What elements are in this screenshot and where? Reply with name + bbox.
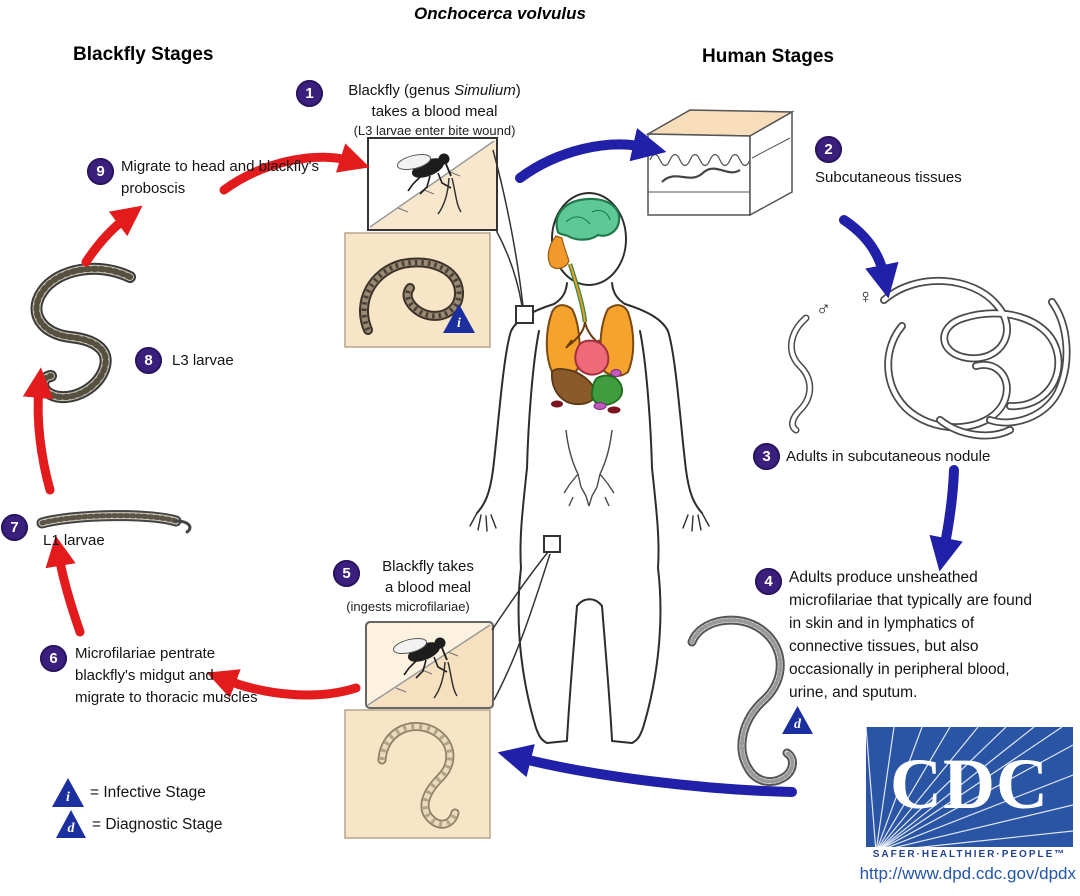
step-5-subtext: (ingests microfilariae) — [346, 599, 470, 614]
legend-infective-label: = Infective Stage — [90, 784, 206, 801]
blackfly-stages-header: Blackfly Stages — [73, 44, 214, 65]
step-7-label: L1 larvae — [43, 532, 105, 549]
connector-lines — [491, 149, 551, 701]
organs-illustration — [545, 197, 635, 414]
male-symbol: ♂ — [816, 298, 831, 320]
cdc-logo-rays — [866, 727, 1073, 847]
legend-diagnostic-label: = Diagnostic Stage — [92, 816, 223, 833]
step-5-text: Blackfly takes a blood meal (ingests mic… — [318, 556, 498, 616]
step-7-badge: 7 — [1, 514, 28, 541]
step-1-badge: 1 — [296, 80, 323, 107]
step-1-text: Blackfly (genus Simulium) takes a blood … — [322, 80, 547, 140]
step-1-line1-pre: Blackfly (genus — [348, 82, 455, 99]
diagnostic-stage-letter: d — [794, 717, 801, 732]
blue-cycle-arrows — [497, 128, 963, 797]
lymphatics-illustration — [563, 429, 615, 507]
step-1-line2: takes a blood meal — [371, 103, 498, 120]
blackfly-biting-box-1 — [367, 137, 498, 231]
blackfly-biting-box-2 — [365, 621, 494, 709]
legend-diagnostic-letter: d — [67, 821, 75, 836]
step-6-badge: 6 — [40, 645, 67, 672]
step-3-badge: 3 — [753, 443, 780, 470]
female-symbol: ♀ — [858, 286, 873, 308]
cdc-tagline: SAFER·HEALTHIER·PEOPLE™ — [872, 849, 1067, 860]
l3-larvae-illustration — [30, 262, 136, 404]
step-4-text: Adults produce unsheathed microfilariae … — [789, 569, 1032, 701]
hip-marker-square — [543, 535, 561, 553]
l1-larvae-illustration — [36, 510, 192, 534]
step-1-genus: Simulium — [454, 82, 516, 99]
step-3-label: Adults in subcutaneous nodule — [786, 448, 991, 465]
step-5-badge: 5 — [333, 560, 360, 587]
step-2-label: Subcutaneous tissues — [815, 169, 962, 186]
adult-male-worm-illustration — [788, 314, 814, 434]
step-8-label: L3 larvae — [172, 352, 234, 369]
step-1-line1-post: ) — [515, 82, 521, 99]
human-stages-header: Human Stages — [702, 46, 834, 67]
shoulder-marker-square — [515, 305, 534, 324]
red-cycle-arrows — [22, 143, 370, 700]
step-6-text: Microfilariae pentrate blackfly's midgut… — [75, 645, 258, 706]
step-5-line2: a blood meal — [385, 579, 471, 596]
step-2-badge: 2 — [815, 136, 842, 163]
step-1-subtext: (L3 larvae enter bite wound) — [353, 123, 516, 138]
step-4-badge: 4 — [755, 568, 782, 595]
cdc-url-link[interactable]: http://www.dpd.cdc.gov/dpdx — [859, 864, 1076, 883]
human-figure-illustration — [469, 192, 710, 744]
legend-infective-letter: i — [66, 790, 70, 805]
cdc-logo: CDC — [866, 727, 1073, 847]
adult-female-worms-illustration — [880, 277, 1071, 440]
step-5-line1: Blackfly takes — [382, 558, 474, 575]
microfilaria-illustration — [687, 615, 797, 787]
diagram-title: Onchocerca volvulus — [414, 4, 586, 23]
microfilaria-box-2 — [344, 709, 491, 839]
step-8-badge: 8 — [135, 347, 162, 374]
skin-block-illustration — [645, 109, 795, 217]
infective-stage-letter: i — [457, 316, 461, 331]
step-9-badge: 9 — [87, 158, 114, 185]
cdc-acronym: CDC — [890, 744, 1049, 824]
step-9-text: Migrate to head and blackfly's proboscis — [121, 158, 319, 197]
